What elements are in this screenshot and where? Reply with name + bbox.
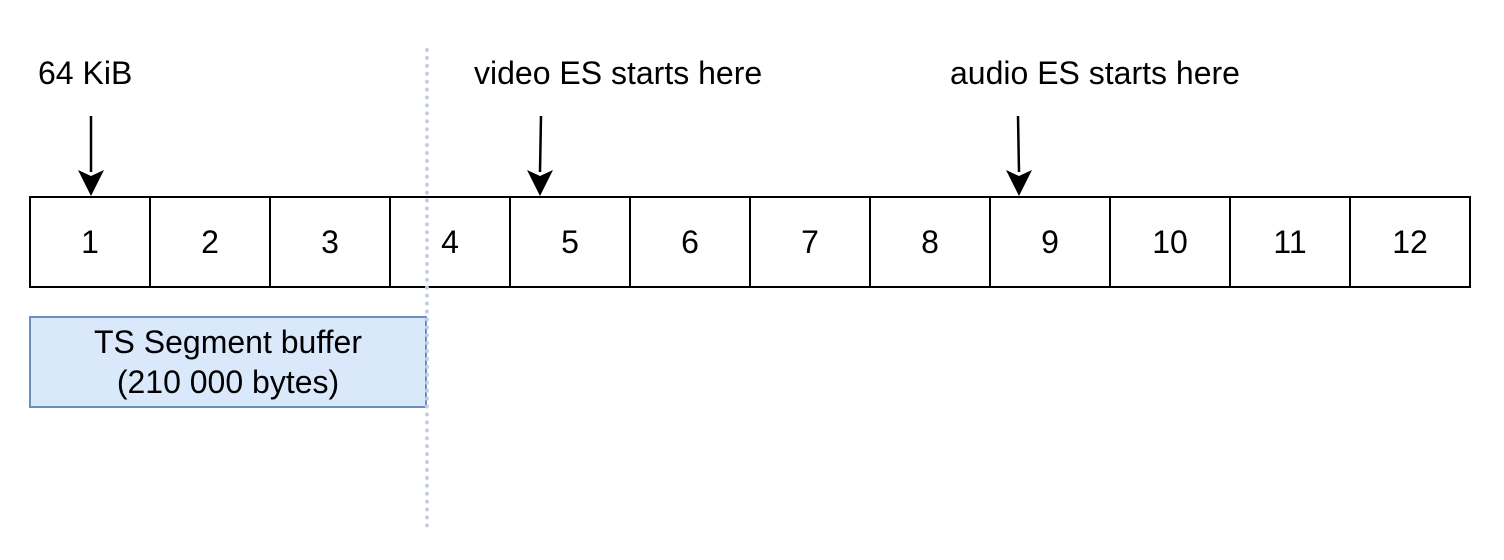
buffer-title: TS Segment buffer [94,324,362,360]
segment-blocks-row: 1 2 3 4 5 6 7 8 9 10 11 12 [29,196,1471,288]
audio-es-arrow [1006,115,1032,196]
block-3: 3 [271,198,391,286]
video-es-marker-label: video ES starts here [474,55,763,91]
block-7: 7 [751,198,871,286]
block-10: 10 [1111,198,1231,286]
audio-es-marker-label: audio ES starts here [950,55,1240,91]
block-9: 9 [991,198,1111,286]
block-5: 5 [511,198,631,286]
video-es-arrow [527,115,553,196]
block-4: 4 [391,198,511,286]
block-2: 2 [151,198,271,286]
kib-marker-label: 64 KiB [38,55,133,91]
block-6: 6 [631,198,751,286]
kib-arrow [78,116,104,196]
ts-segment-buffer-box: TS Segment buffer (210 000 bytes) [29,316,427,408]
block-12: 12 [1392,223,1428,260]
buffer-boundary-line [425,48,429,528]
block-1: 1 [31,198,151,286]
block-11: 11 [1231,198,1351,286]
buffer-size: (210 000 bytes) [116,364,340,400]
block-8: 8 [871,198,991,286]
